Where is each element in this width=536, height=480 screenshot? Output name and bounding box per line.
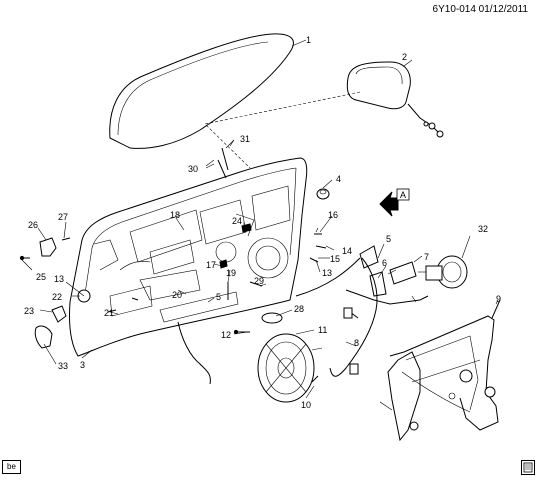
diagram-reference-code: 6Y10-014 01/12/2011 [432, 4, 528, 15]
callout-10: 10 [301, 400, 311, 410]
view-arrow-a: A [379, 188, 410, 217]
callout-25: 25 [36, 272, 46, 282]
callout-26: 26 [28, 220, 38, 230]
window-glass [109, 33, 294, 149]
callout-8: 8 [354, 338, 359, 348]
callout-22: 22 [52, 292, 62, 302]
callout-2: 2 [402, 52, 407, 62]
callout-1: 1 [306, 35, 311, 45]
hinge-parts [19, 237, 71, 261]
callout-31: 31 [240, 134, 250, 144]
callout-21: 21 [104, 308, 114, 318]
switch-assembly [359, 245, 417, 297]
callout-29: 29 [254, 276, 264, 286]
callout-17: 17 [206, 260, 216, 270]
callout-15: 15 [330, 254, 340, 264]
window-regulator [379, 299, 501, 442]
callout-20: 20 [172, 290, 182, 300]
callout-3: 3 [80, 360, 85, 370]
callout-28: 28 [294, 304, 304, 314]
leader-lines [21, 39, 499, 399]
corner-tag-left: be [2, 460, 21, 474]
door-speaker [257, 333, 323, 403]
callout-14: 14 [342, 246, 352, 256]
view-arrow-label: A [400, 190, 406, 200]
fasteners-right [309, 227, 327, 263]
callout-5a: 5 [216, 292, 221, 302]
wiring-harness [177, 257, 429, 385]
callout-4: 4 [336, 174, 341, 184]
callout-6: 6 [382, 258, 387, 268]
door-rods [205, 139, 235, 179]
outside-mirror [346, 61, 444, 138]
callout-7: 7 [424, 252, 429, 262]
callout-19: 19 [226, 268, 236, 278]
callout-33: 33 [58, 361, 68, 371]
callout-23: 23 [24, 306, 34, 316]
corner-tag-right [521, 460, 535, 475]
speaker-seal-pad [261, 312, 283, 324]
callout-18: 18 [170, 210, 180, 220]
callout-27: 27 [58, 212, 68, 222]
callout-13b: 13 [322, 268, 332, 278]
callout-9: 9 [496, 294, 501, 304]
grommet [316, 188, 330, 200]
callout-24: 24 [232, 216, 242, 226]
tweeter-speaker [418, 255, 468, 289]
callout-30: 30 [188, 164, 198, 174]
callout-32: 32 [478, 224, 488, 234]
callout-13a: 13 [54, 274, 64, 284]
door-inner-panel [69, 157, 308, 357]
callout-labels: 1 2 3 4 5 5 6 7 8 9 10 11 12 13 13 14 15… [24, 35, 501, 410]
callout-5b: 5 [386, 234, 391, 244]
callout-16: 16 [328, 210, 338, 220]
document-icon [523, 462, 533, 473]
callout-11: 11 [318, 325, 327, 335]
callout-12: 12 [221, 330, 231, 340]
interior-clips [219, 223, 263, 300]
